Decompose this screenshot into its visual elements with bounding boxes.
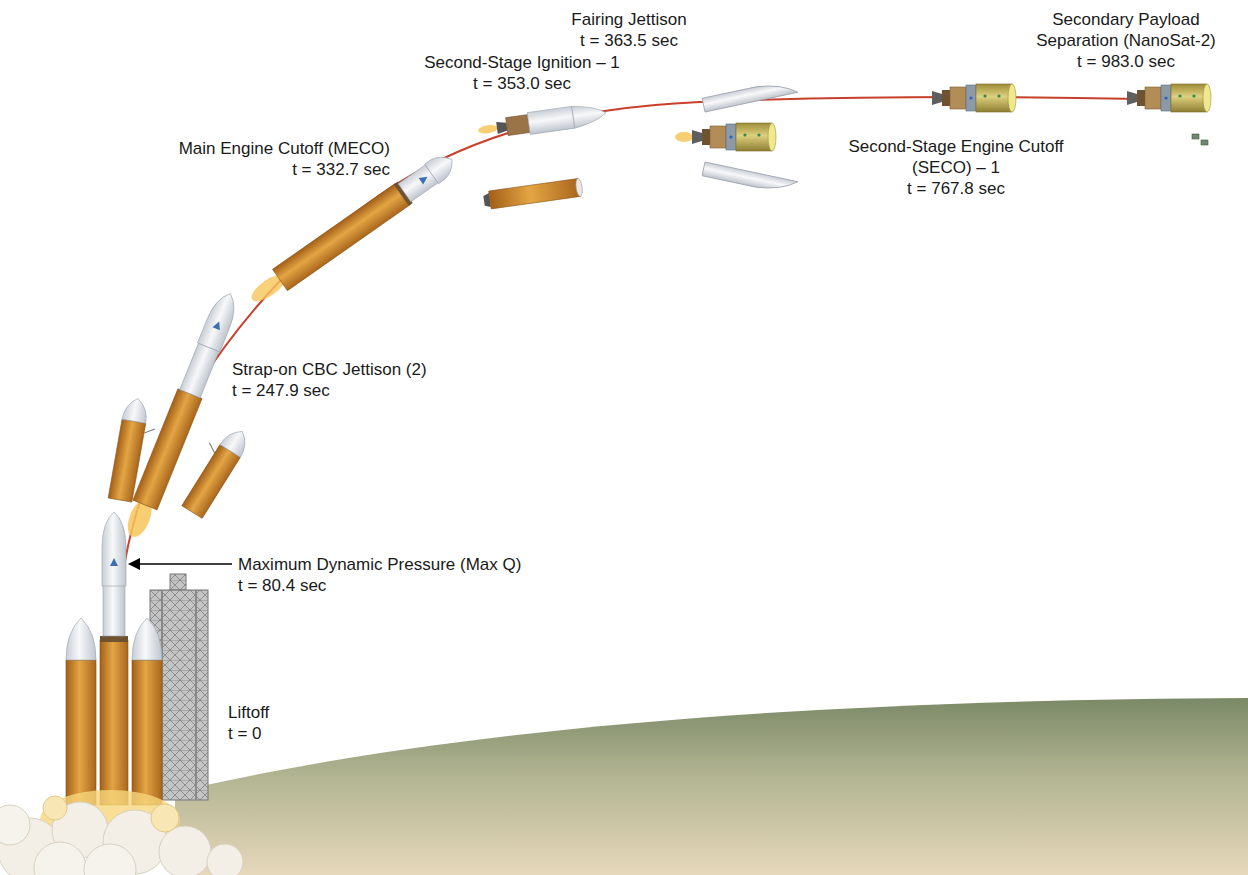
upper-stage-coast	[932, 84, 1016, 112]
launch-smoke	[151, 804, 179, 832]
launch-smoke	[0, 790, 243, 875]
core-stage	[273, 183, 411, 290]
core-stage	[419, 173, 430, 184]
spent-core	[483, 178, 584, 210]
event-label: Fairing Jettison	[571, 9, 686, 30]
second-stage	[506, 115, 530, 136]
fairing-jettison	[675, 79, 798, 196]
payload-separation	[1127, 84, 1211, 112]
rocket-on-pad	[103, 585, 125, 636]
event-label: Second-Stage Engine Cutoff (SECO) – 1	[839, 136, 1074, 178]
booster-separation	[182, 445, 241, 519]
launch-smoke	[207, 844, 243, 875]
time-label: t = 80.4 sec	[238, 575, 326, 596]
launch-tower	[170, 574, 186, 590]
rocket-on-pad	[66, 512, 162, 805]
booster-separation	[173, 420, 252, 519]
launch-smoke	[159, 826, 211, 875]
second-stage	[477, 102, 608, 142]
core-stage	[245, 149, 460, 310]
event-label: Secondary Payload Separation (NanoSat-2)	[1026, 9, 1226, 51]
time-label: t = 983.0 sec	[1077, 51, 1175, 72]
payload-separation	[1201, 140, 1208, 145]
ground-hill	[175, 698, 1248, 875]
time-label: t = 767.8 sec	[907, 178, 1005, 199]
spent-core	[575, 178, 583, 197]
booster-separation	[120, 289, 242, 542]
event-label: Second-Stage Ignition – 1	[424, 52, 620, 73]
payload-separation	[1127, 84, 1211, 145]
time-label: t = 332.7 sec	[292, 159, 390, 180]
launch-smoke	[43, 796, 67, 820]
second-stage	[527, 106, 575, 134]
launch-smoke	[0, 805, 30, 845]
event-label: Maximum Dynamic Pressure (Max Q)	[238, 554, 521, 575]
rocket-on-pad	[100, 636, 128, 642]
payload-separation	[1192, 134, 1199, 139]
rocket-on-pad	[66, 660, 96, 805]
booster-separation	[144, 427, 155, 435]
fairing-jettison	[692, 123, 776, 151]
second-stage	[572, 102, 608, 128]
booster-separation	[122, 396, 150, 423]
pointer-arrow	[136, 563, 232, 565]
rocket-on-pad	[132, 660, 162, 805]
booster-separation	[206, 443, 218, 453]
time-label: t = 353.0 sec	[473, 73, 571, 94]
second-stage	[478, 124, 499, 135]
rocket-on-pad	[100, 640, 128, 805]
booster-separation	[198, 289, 242, 352]
time-label: t = 247.9 sec	[232, 380, 330, 401]
booster-separation	[220, 425, 253, 457]
rocket-on-pad	[102, 512, 126, 586]
upper-stage-coast	[932, 84, 1016, 112]
time-label: t = 363.5 sec	[580, 30, 678, 51]
event-label: Liftoff	[228, 702, 269, 723]
booster-separation	[212, 320, 222, 330]
trajectory-line	[118, 97, 1140, 640]
launch-smoke	[34, 842, 86, 875]
time-label: t = 0	[228, 723, 262, 744]
booster-separation	[180, 343, 219, 398]
booster-separation	[108, 289, 252, 542]
second-stage	[496, 121, 508, 134]
launch-tower	[195, 590, 197, 800]
booster-separation	[108, 396, 159, 503]
fairing-jettison	[702, 79, 798, 112]
rocket-on-pad	[110, 558, 118, 566]
pointer-arrow	[128, 558, 140, 570]
booster-separation	[108, 419, 146, 502]
rocket-on-pad	[66, 618, 96, 660]
fairing-jettison	[702, 162, 798, 195]
fairing-jettison	[675, 132, 693, 142]
rocket-on-pad	[132, 618, 162, 660]
core-stage	[425, 150, 459, 184]
event-label: Main Engine Cutoff (MECO)	[179, 138, 390, 159]
event-label: Strap-on CBC Jettison (2)	[232, 359, 427, 380]
pointer-arrow	[128, 558, 232, 570]
spent-core	[489, 179, 581, 209]
launch-smoke	[84, 844, 136, 875]
